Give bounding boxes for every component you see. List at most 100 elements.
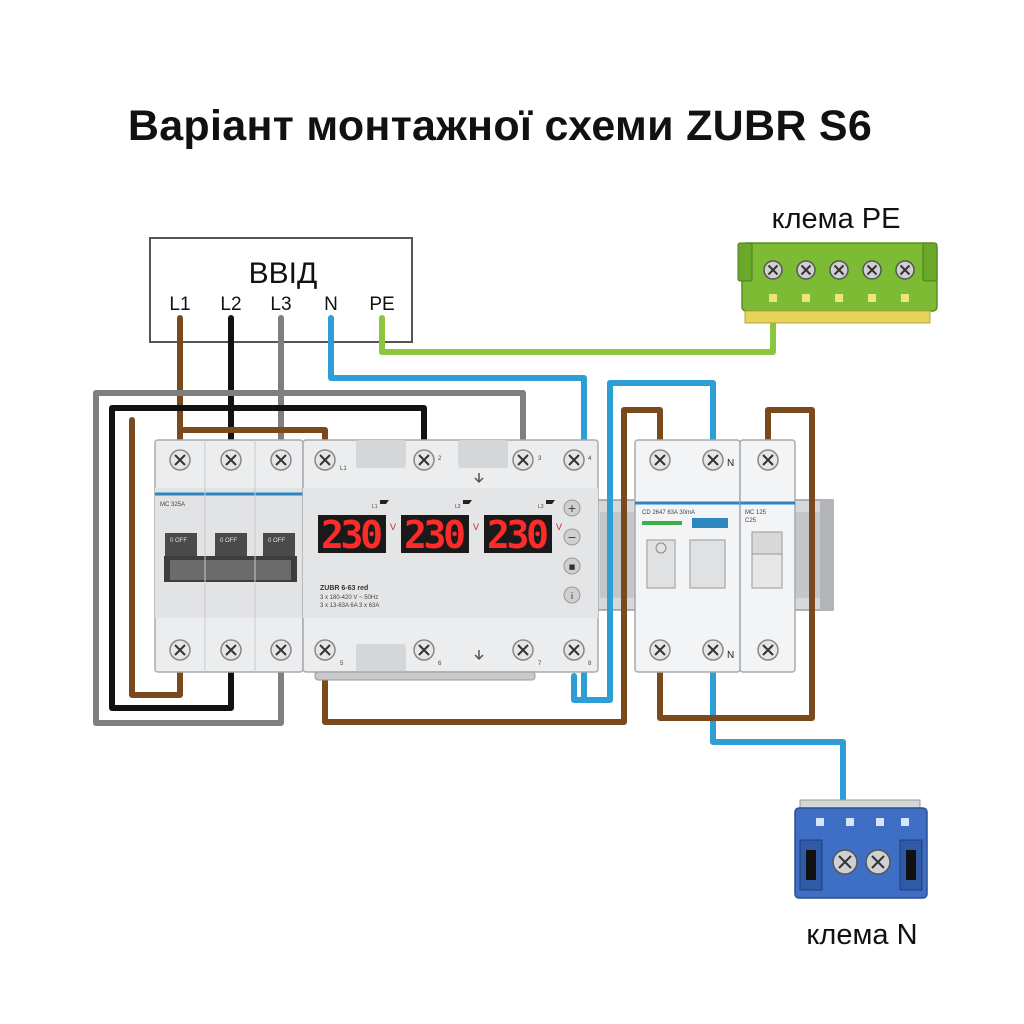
wire-l1-relay-rcd [322,407,663,725]
pe-bus-label: клема PE [772,203,901,235]
display-l3 [484,515,552,553]
n-hole-3 [876,818,884,826]
screw-top-3[interactable] [270,449,292,471]
input-box-title: ВВІД [249,257,318,290]
screw-bottom-2[interactable] [220,639,242,661]
display-l2-unit: V [473,522,479,532]
stop-label: ■ [569,563,576,571]
screw-rcd-top-2[interactable] [702,449,724,471]
screw-bottom-5[interactable] [413,639,435,661]
arrow-down-icon-bottom [474,650,484,661]
relay-bot-term-5: 5 [340,661,344,667]
pe-screw-4[interactable] [862,260,882,280]
rcd-device: CD 2647 63A 30mA N N [634,439,741,673]
n-bus [794,799,928,899]
screw-rcd-bottom-2[interactable] [702,639,724,661]
wire-loop-l3 [93,390,526,726]
page-title: Варіант монтажної схеми ZUBR S6 [127,102,873,150]
phase-l3: L3 [538,504,544,510]
pe-hole-5 [901,294,909,302]
screw-bottom-7[interactable] [563,639,585,661]
pe-hole-2 [802,294,810,302]
display-l1-value: 230 [321,513,383,557]
small-breaker-model: MC 125 [745,510,767,516]
plus-label: + [567,502,576,515]
relay-top-term-2: 2 [438,456,442,462]
relay-info-button[interactable] [563,586,581,604]
screw-terminals [169,449,779,661]
screw-top-4[interactable] [314,449,336,471]
terminal-label-n: N [324,294,338,315]
phase-l2: L2 [455,504,461,510]
led-l3-icon [546,500,555,504]
screw-top-5[interactable] [413,449,435,471]
small-breaker-rating: C25 [745,518,757,524]
relay-top-term-3: 3 [538,456,542,462]
screw-top-6[interactable] [512,449,534,471]
relay-plus-button[interactable] [563,499,581,517]
led-l1-icon [380,500,389,504]
n-hole-1 [816,818,824,826]
relay-bot-term-7: 7 [538,661,542,667]
n-hole-4 [901,818,909,826]
relay-brand: ZUBR 6-63 red [320,585,368,592]
display-l1 [318,515,386,553]
led-l2-icon [463,500,472,504]
screw-bottom-1[interactable] [169,639,191,661]
main-breaker: MC 325A 0 OFF 0 OFF 0 OFF [154,439,304,673]
minus-label: − [567,531,576,544]
wire-n-relay-rcd [571,380,716,703]
wire-n-input [328,315,587,448]
relay-top-term-4: 4 [588,456,592,462]
relay-bot-term-6: 6 [438,661,442,667]
screw-rcd-bottom-1[interactable] [649,639,671,661]
n-screw-1[interactable] [832,849,858,875]
pole-1-label: 0 OFF [170,538,187,544]
relay-stop-button[interactable] [563,557,581,575]
display-l3-unit: V [556,522,562,532]
pe-screw-2[interactable] [796,260,816,280]
zubr-relay: 230 230 230 V V V L1 L2 L3 ZUBR 6-63 red… [302,439,599,681]
wire-rcd-breaker [657,407,815,721]
screw-top-2[interactable] [220,449,242,471]
info-label: i [571,592,574,602]
screw-top-7[interactable] [563,449,585,471]
screw-bottom-3[interactable] [270,639,292,661]
n-screw-2[interactable] [865,849,891,875]
display-l2 [401,515,469,553]
arrow-down-icon [474,473,484,484]
relay-spec-1: 3 x 180-420 V ~ 50Hz [320,595,378,601]
pe-screw-1[interactable] [763,260,783,280]
wire-loop-l1 [129,417,183,698]
display-l3-value: 230 [487,513,549,557]
wire-loop-l2 [109,405,427,711]
relay-top-term-1: L1 [340,466,347,472]
pole-3-label: 0 OFF [268,538,285,544]
pe-screw-5[interactable] [895,260,915,280]
display-l1-unit: V [390,522,396,532]
wire-pe [379,315,776,355]
screw-rcd-top-1[interactable] [649,449,671,471]
terminal-label-l2: L2 [220,294,241,315]
wire-n-bus [710,657,846,803]
pe-hole-1 [769,294,777,302]
small-breaker: MC 125 C25 [739,439,796,673]
main-breaker-model: MC 325A [160,502,185,508]
screw-rcd-bottom-3[interactable] [757,639,779,661]
n-bus-label: клема N [806,919,917,951]
relay-minus-button[interactable] [563,528,581,546]
pe-hole-3 [835,294,843,302]
pe-bus [737,242,938,324]
rcd-model: CD 2647 63A 30mA [642,510,695,516]
screw-rcd-top-3[interactable] [757,449,779,471]
pe-screw-3[interactable] [829,260,849,280]
relay-bot-term-8: 8 [588,661,592,667]
screw-top-1[interactable] [169,449,191,471]
terminal-label-l3: L3 [270,294,291,315]
screw-bottom-6[interactable] [512,639,534,661]
screw-bottom-4[interactable] [314,639,336,661]
terminal-label-l1: L1 [169,294,190,315]
rcd-n-top: N [727,458,734,469]
rcd-n-bottom: N [727,650,734,661]
